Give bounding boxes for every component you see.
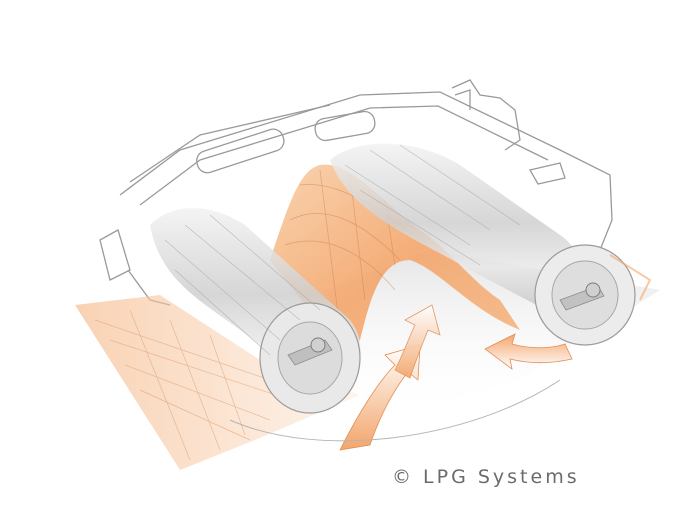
right-roller [330, 143, 652, 346]
base-curve [229, 379, 561, 442]
housing-outline [99, 79, 613, 306]
left-roller [150, 208, 361, 414]
motion-arrows [339, 304, 573, 451]
skin-sheet-left [75, 295, 360, 470]
copyright-label: © LPG Systems [392, 466, 580, 488]
